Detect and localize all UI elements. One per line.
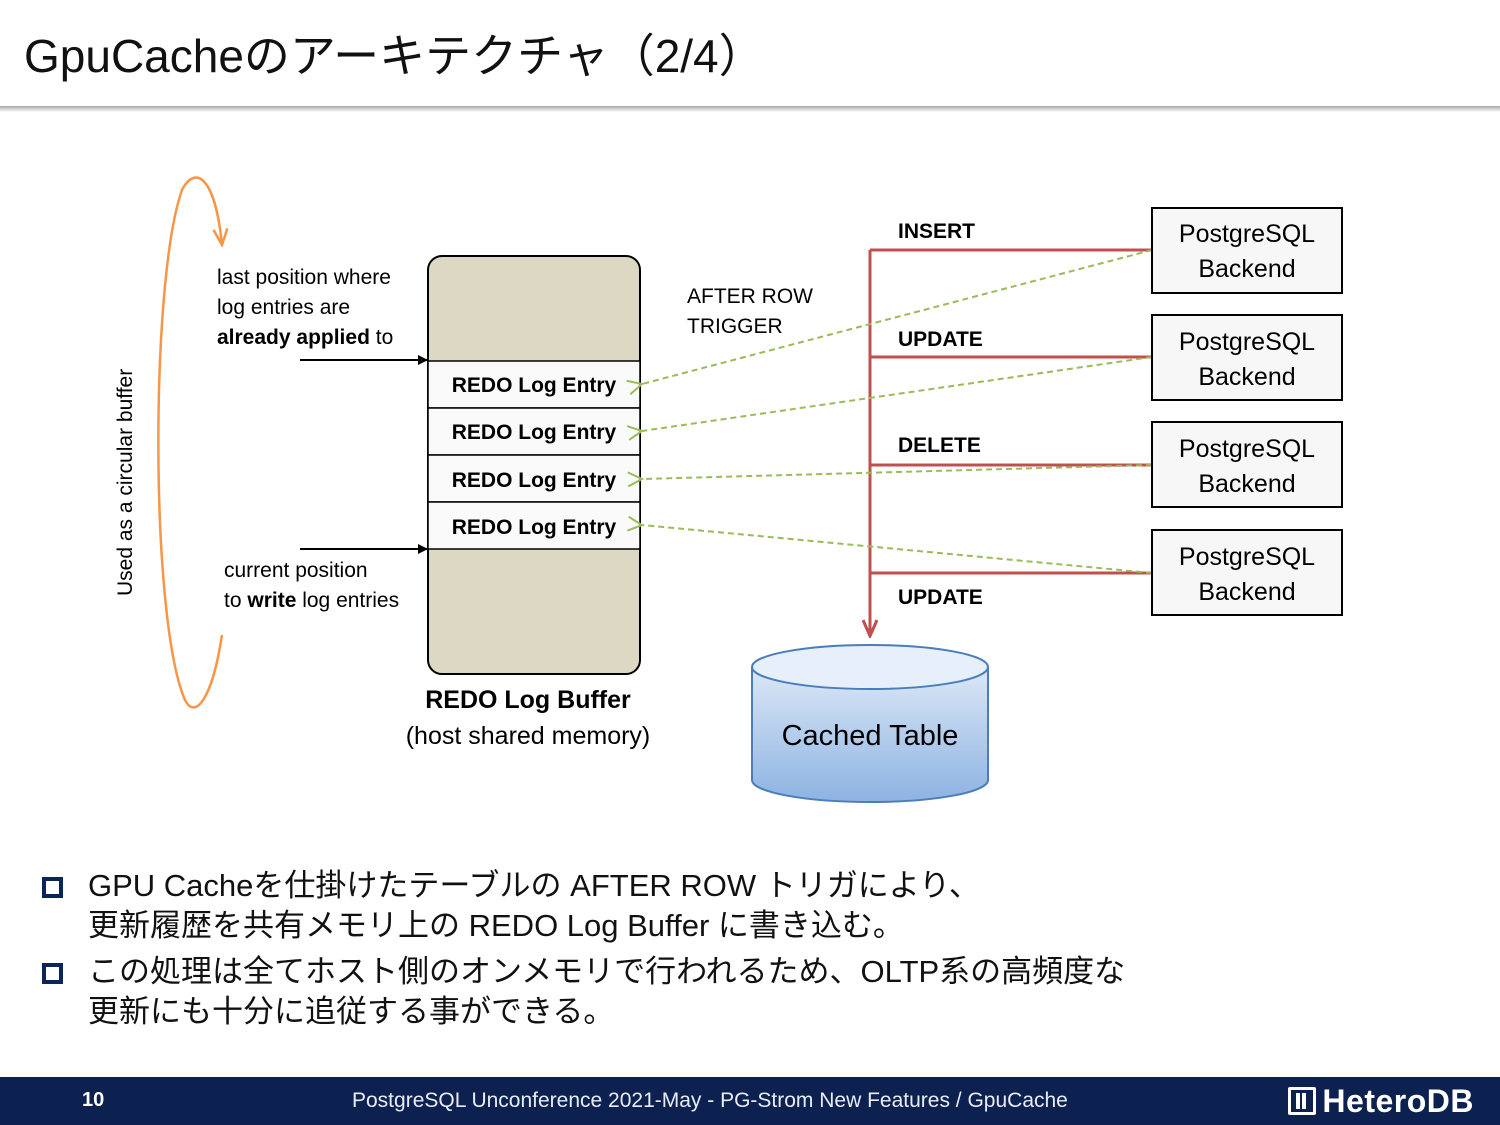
applied-position-label: last position where log entries are alre… [217,266,397,349]
operation-lines [870,248,1152,636]
svg-text:PostgreSQL: PostgreSQL [1179,328,1315,356]
postgresql-backend: PostgreSQL Backend [1151,314,1343,401]
footer-bar: 10 PostgreSQL Unconference 2021-May - PG… [0,1077,1500,1125]
svg-text:Backend: Backend [1198,255,1295,283]
redo-log-buffer: REDO Log Entry REDO Log Entry REDO Log E… [427,255,641,675]
svg-text:PostgreSQL: PostgreSQL [1179,435,1315,463]
bullet-square-icon [42,963,63,984]
conference-label: PostgreSQL Unconference 2021-May - PG-St… [352,1089,1068,1112]
postgresql-backend: PostgreSQL Backend [1151,529,1343,616]
title-divider [0,106,1500,112]
buffer-title: REDO Log Buffer [425,686,631,714]
svg-text:Backend: Backend [1198,578,1295,606]
page-number: 10 [82,1089,105,1111]
redo-log-entry: REDO Log Entry [427,360,641,409]
postgresql-backend: PostgreSQL Backend [1151,207,1343,294]
bullet-list: GPU Cacheを仕掛けたテーブルの AFTER ROW トリガにより、 更新… [38,866,1338,1038]
circular-buffer-arrow [157,176,222,709]
redo-log-entry: REDO Log Entry [427,407,641,456]
bullet-square-icon [42,877,63,898]
svg-text:PostgreSQL: PostgreSQL [1179,543,1315,571]
bullet-item: GPU Cacheを仕掛けたテーブルの AFTER ROW トリガにより、 更新… [38,866,1338,946]
op-label-update: UPDATE [898,586,983,609]
slide-title: GpuCacheのアーキテクチャ（2/4） [24,30,765,82]
circular-buffer-label: Used as a circular buffer [114,369,137,596]
write-position-label: current position to write log entries [224,559,399,612]
svg-text:REDO Log Entry: REDO Log Entry [452,374,617,397]
postgresql-backend: PostgreSQL Backend [1151,421,1343,508]
op-label-update: UPDATE [898,328,983,351]
svg-text:REDO Log Entry: REDO Log Entry [452,421,617,444]
svg-text:REDO Log Entry: REDO Log Entry [452,469,617,492]
heterodb-logo: HeteroDB [1288,1083,1474,1119]
svg-text:Backend: Backend [1198,470,1295,498]
redo-log-entry: REDO Log Entry [427,501,641,550]
heterodb-logo-icon [1288,1087,1317,1115]
op-label-insert: INSERT [898,220,975,243]
buffer-subtitle: (host shared memory) [406,722,651,750]
bullet-item: この処理は全てホスト側のオンメモリで行われるため、OLTP系の高頻度な 更新にも… [38,952,1338,1032]
svg-text:REDO Log Entry: REDO Log Entry [452,516,617,539]
op-label-delete: DELETE [898,434,981,457]
cached-table-cylinder: Cached Table [751,644,989,803]
trigger-label: AFTER ROW TRIGGER [687,285,819,338]
redo-log-entry: REDO Log Entry [427,454,641,503]
trigger-arrows [642,249,1153,574]
svg-text:PostgreSQL: PostgreSQL [1179,220,1315,248]
svg-text:Backend: Backend [1198,363,1295,391]
cached-table-label: Cached Table [782,720,959,752]
